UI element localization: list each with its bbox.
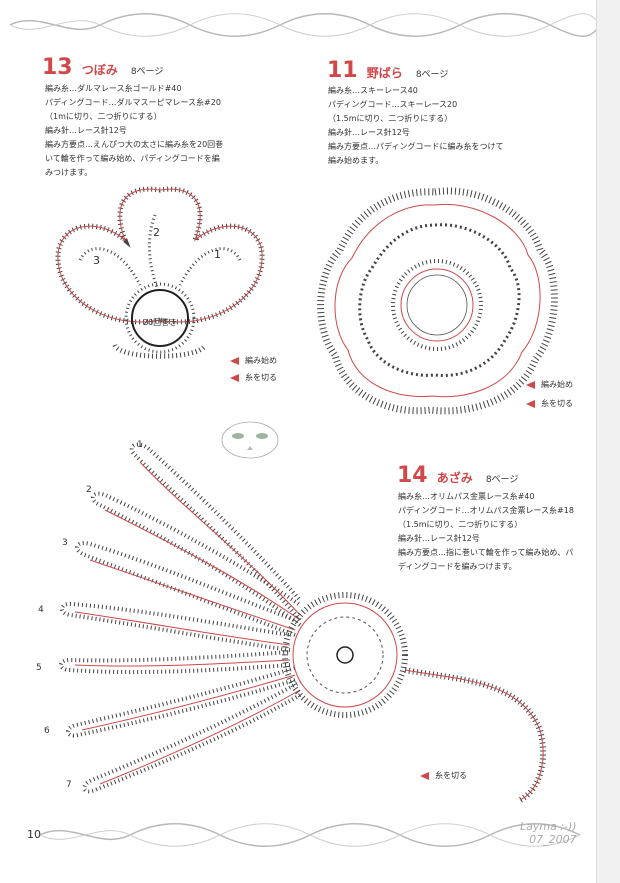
watermark-line: Layma :-)) xyxy=(520,820,577,833)
watermark-line: 07_2007 xyxy=(529,833,577,846)
instruction-line: みつけます。 xyxy=(45,168,93,177)
instruction-line: （1mに切り、二つ折りにする） xyxy=(45,112,162,121)
pattern-13-header: 13 つぼみ 8ページ xyxy=(42,55,163,80)
petal-label: 3 xyxy=(62,538,68,548)
instruction-line: 編み針…レース針12号 xyxy=(45,126,127,135)
petal-label: 4 xyxy=(38,605,44,615)
cut-arrow-icon xyxy=(526,399,535,408)
watermark: Layma :-)) 07_2007 xyxy=(520,820,577,846)
pattern-14-header: 14 あざみ 8ページ xyxy=(397,463,518,488)
cut-arrow-icon xyxy=(420,771,429,780)
section-label: 3 xyxy=(93,254,100,267)
petal-label: 7 xyxy=(66,780,72,790)
instruction-line: パディングコード…スキーレース20 xyxy=(328,100,458,109)
legend-cut: 糸を切る xyxy=(230,372,277,383)
ring-label: 20回巻き xyxy=(143,317,177,327)
petal-label: 5 xyxy=(36,663,42,673)
thistle-diagram: 1 2 3 4 5 6 7 xyxy=(36,440,546,803)
instruction-line: パディングコード…ダルマスーピマレース糸#20 xyxy=(45,98,221,107)
instruction-line: 編み針…レース針12号 xyxy=(328,128,410,137)
pattern-11-header: 11 野ばら 8ページ xyxy=(327,58,448,83)
bud-diagram: 1 2 3 20回巻き xyxy=(55,186,265,359)
section-label: 1 xyxy=(214,248,221,261)
instruction-line: 編み糸…ダルマレース糸ゴールド#40 xyxy=(45,84,182,93)
petal-label: 2 xyxy=(86,485,92,495)
pattern-13-instructions: 編み糸…ダルマレース糸ゴールド#40 パディングコード…ダルマスーピマレース糸#… xyxy=(45,82,223,180)
legend-label: 編み始め xyxy=(541,380,573,389)
legend-label: 糸を切る xyxy=(435,771,467,780)
cut-arrow-icon xyxy=(230,373,239,382)
page-reference: 8ページ xyxy=(485,475,519,485)
pattern-number: 14 xyxy=(397,463,428,488)
legend-cut: 糸を切る xyxy=(420,770,467,781)
instruction-line: パディングコード…オリムパス金票レース糸#18 xyxy=(398,506,574,515)
start-arrow-icon xyxy=(526,380,535,389)
instruction-line: 編み針…レース針12号 xyxy=(398,534,480,543)
start-arrow-icon xyxy=(230,356,239,365)
petal-label: 1 xyxy=(137,440,143,450)
bottom-ornament-border xyxy=(39,823,581,847)
instruction-line: （1.5mに切り、二つ折りにする） xyxy=(398,520,523,529)
pattern-11-instructions: 編み糸…スキーレース40 パディングコード…スキーレース20 （1.5mに切り、… xyxy=(328,84,503,168)
instruction-line: 編み糸…オリムパス金票レース糸#40 xyxy=(398,492,535,501)
page-number: 10 xyxy=(27,828,41,841)
top-ornament-border xyxy=(9,13,600,37)
instruction-line: 編み始めます。 xyxy=(328,156,384,165)
rose-diagram xyxy=(317,187,558,415)
instruction-line: （1.5mに切り、二つ折りにする） xyxy=(328,114,453,123)
instruction-line: 編み方要点…指に巻いて輪を作って編み始め、パ xyxy=(398,548,574,557)
section-label: 2 xyxy=(153,226,160,239)
pattern-title: 野ばら xyxy=(366,66,403,80)
petal-label: 6 xyxy=(44,726,50,736)
cat-illustration xyxy=(221,421,279,459)
instruction-line: いて輪を作って編み始め、パディングコードを編 xyxy=(45,154,220,163)
legend-start: 編み始め xyxy=(230,355,277,366)
instruction-line: 編み方要点…えんぴつ大の太さに編み糸を20回巻 xyxy=(45,140,224,149)
facing-page-edge xyxy=(596,0,620,883)
page-reference: 8ページ xyxy=(415,70,449,80)
legend-label: 糸を切る xyxy=(541,399,573,408)
pattern-14-instructions: 編み糸…オリムパス金票レース糸#40 パディングコード…オリムパス金票レース糸#… xyxy=(398,490,574,574)
legend-start: 編み始め xyxy=(526,379,573,390)
legend-label: 糸を切る xyxy=(245,373,277,382)
legend-cut: 糸を切る xyxy=(526,398,573,409)
pattern-number: 11 xyxy=(327,58,358,83)
pattern-title: あざみ xyxy=(436,471,473,485)
pattern-number: 13 xyxy=(42,55,73,80)
page-reference: 8ページ xyxy=(130,67,164,77)
instruction-line: ディングコードを編みつけます。 xyxy=(398,562,517,571)
instruction-line: 編み方要点…パディングコードに編み糸をつけて xyxy=(328,142,504,151)
pattern-title: つぼみ xyxy=(81,63,118,77)
instruction-line: 編み糸…スキーレース40 xyxy=(328,86,418,95)
legend-label: 編み始め xyxy=(245,356,277,365)
